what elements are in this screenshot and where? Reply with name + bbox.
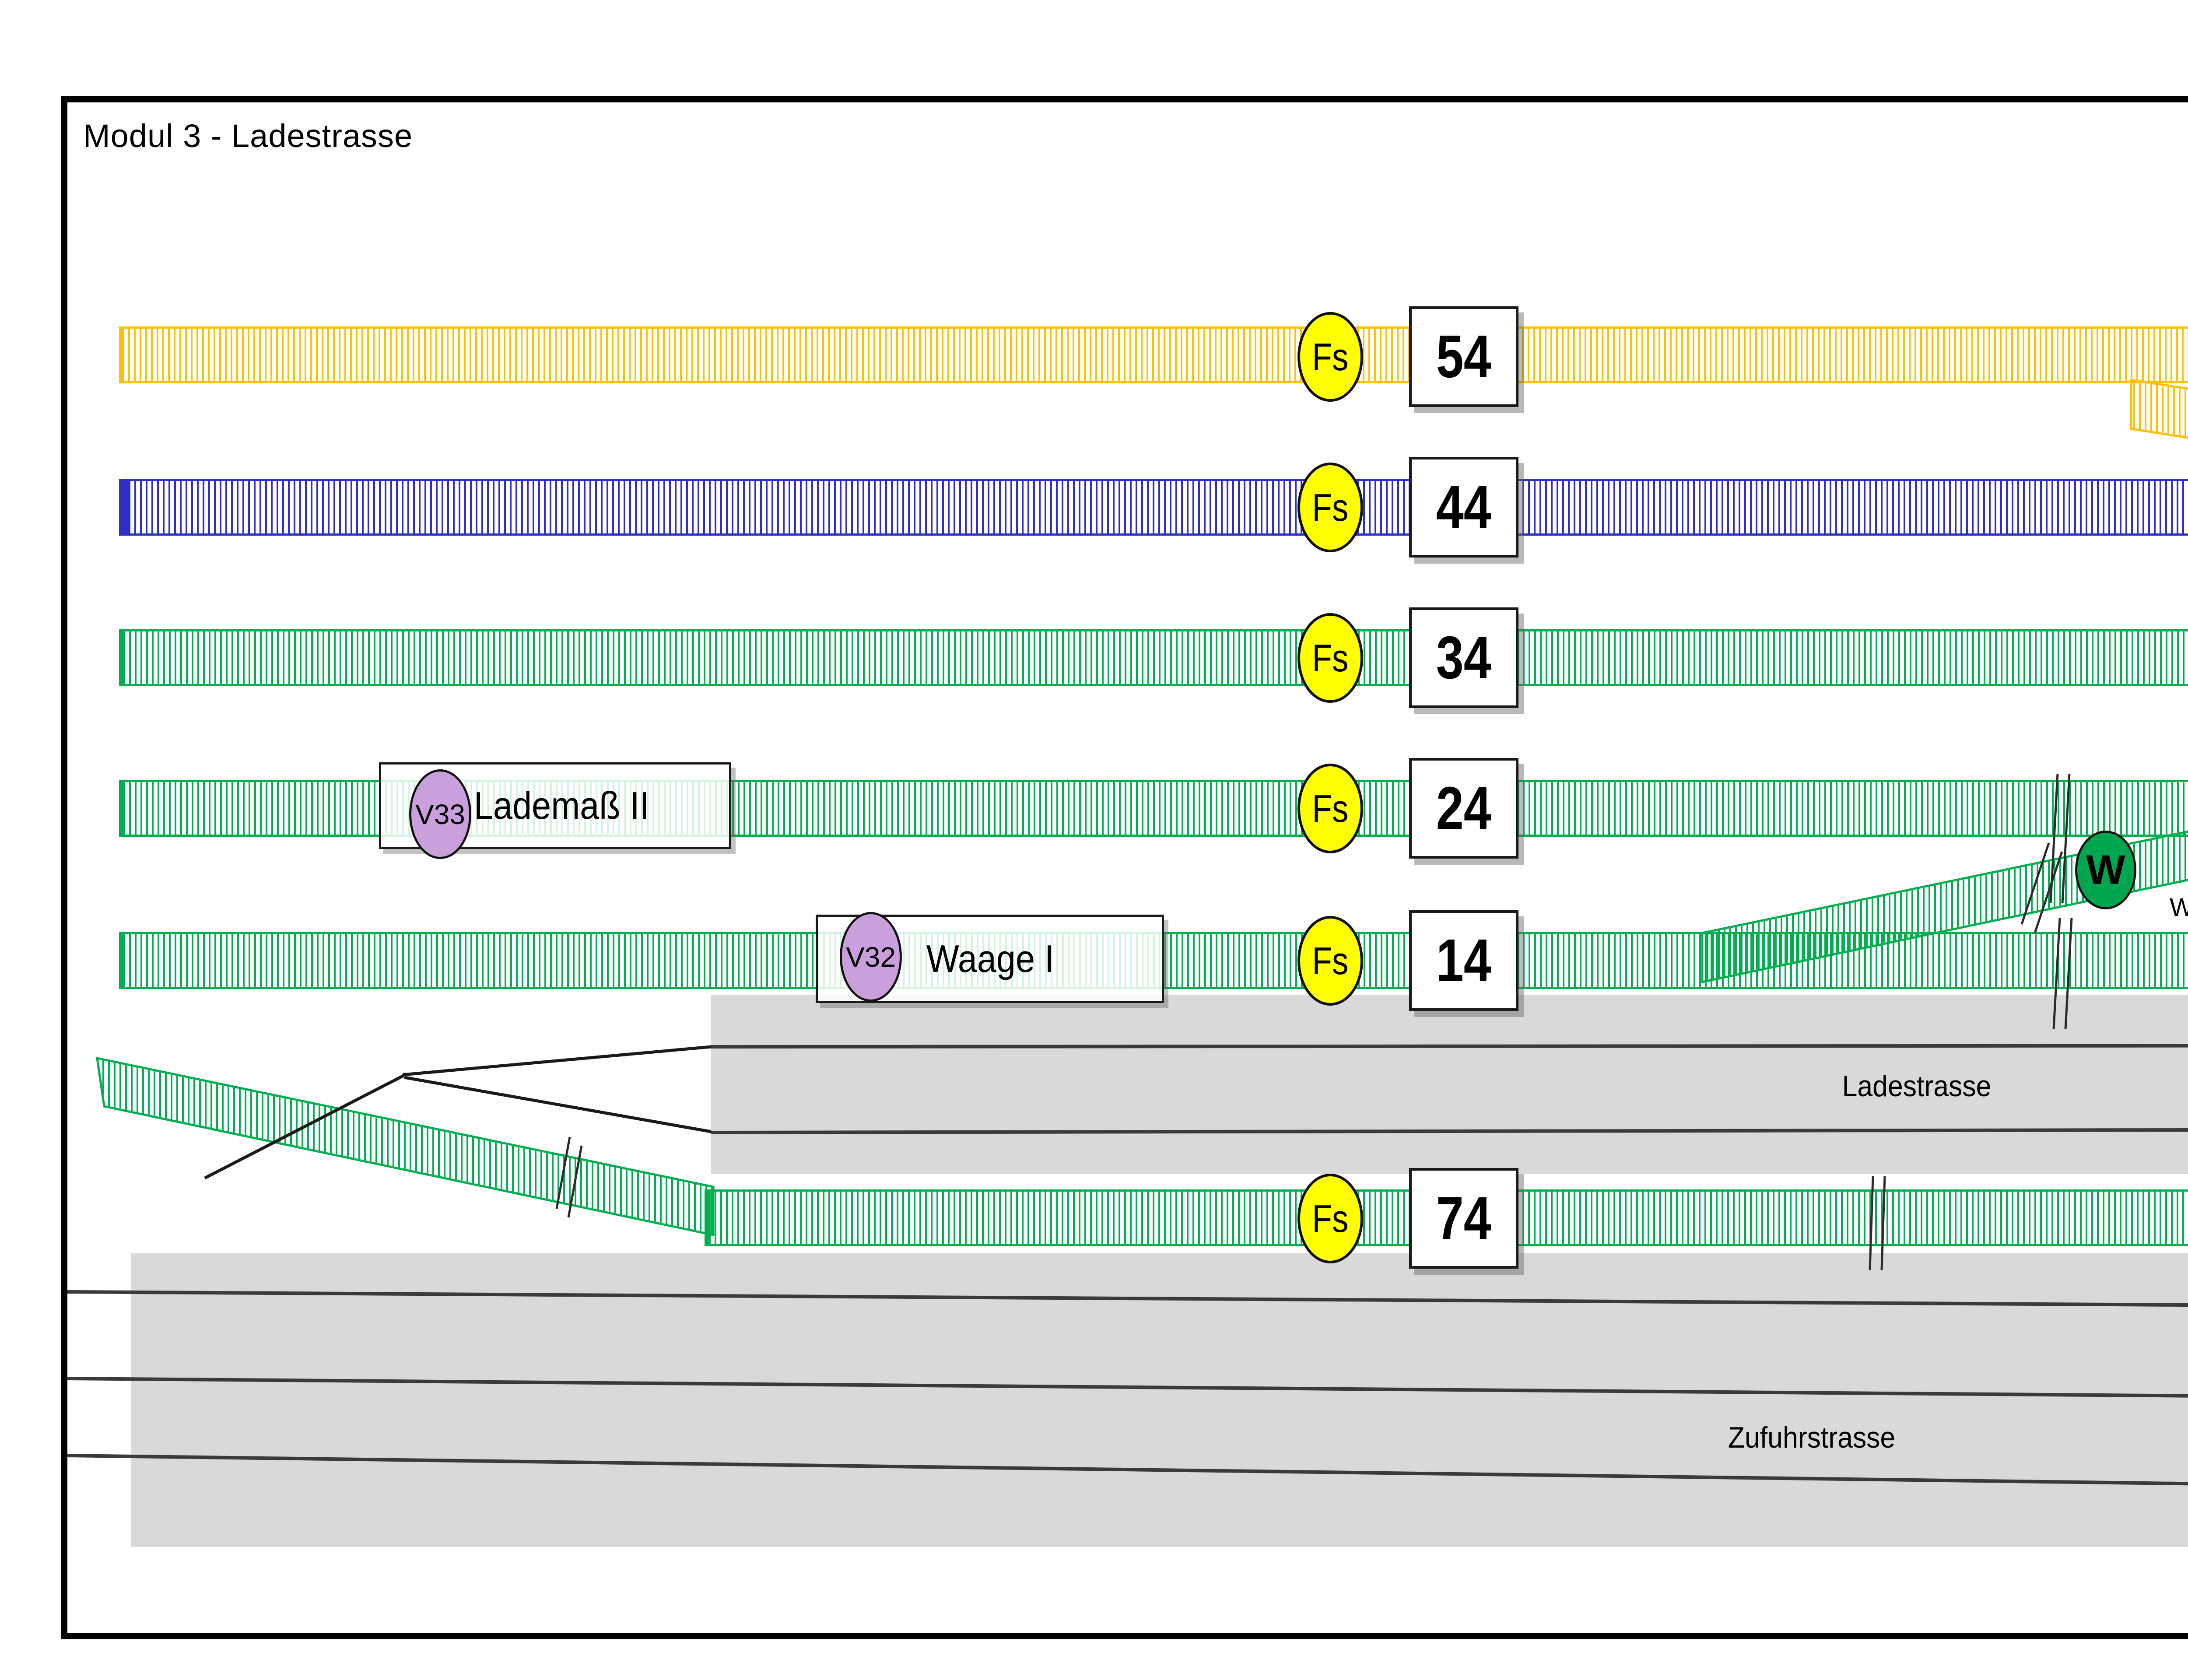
fs-signal-24: Fs	[1297, 764, 1363, 853]
facility-badge-v32: V32	[840, 912, 902, 1002]
track-number-74: 74	[1436, 1184, 1491, 1252]
module-frame	[61, 96, 2188, 1639]
track-number-box-74: 74	[1409, 1168, 1518, 1269]
track-number-box-44: 44	[1409, 457, 1518, 558]
ladestrasse-label: Ladestrasse	[1842, 1070, 1992, 1103]
track-34	[119, 629, 2188, 686]
zufuhrstrasse-label: Zufuhrstrasse	[1728, 1421, 1896, 1454]
track-54	[119, 326, 2188, 383]
fs-24-label: Fs	[1312, 786, 1349, 830]
fs-34-label: Fs	[1312, 636, 1349, 680]
fs-74-label: Fs	[1312, 1196, 1349, 1240]
turnout-badge-w3334: W	[2075, 831, 2136, 909]
track-number-24: 24	[1436, 774, 1491, 842]
fs-signal-44: Fs	[1297, 463, 1363, 552]
facility-lademass2-label: Lademaß II	[474, 784, 649, 827]
track-number-34: 34	[1436, 624, 1491, 691]
track-number-box-14: 14	[1409, 910, 1518, 1011]
track-44	[119, 479, 2188, 536]
page-title: Modul 3 - Ladestrasse	[83, 118, 413, 154]
track-number-44: 44	[1436, 473, 1491, 541]
w3334-glyph: W	[2086, 846, 2125, 893]
track-number-box-54: 54	[1409, 306, 1518, 407]
fs-signal-34: Fs	[1297, 613, 1363, 703]
track-number-box-24: 24	[1409, 758, 1518, 859]
track-number-54: 54	[1436, 323, 1491, 390]
fs-signal-74: Fs	[1297, 1174, 1363, 1263]
fs-44-label: Fs	[1312, 485, 1349, 529]
v32-code: V32	[846, 941, 896, 973]
track-number-box-34: 34	[1409, 607, 1518, 708]
fs-14-label: Fs	[1312, 939, 1349, 982]
facility-badge-v33: V33	[409, 769, 471, 859]
ladestrasse-area	[711, 995, 2188, 1174]
fs-54-label: Fs	[1312, 335, 1349, 379]
track-number-14: 14	[1436, 926, 1491, 994]
fs-signal-14: Fs	[1297, 916, 1363, 1006]
facility-waage1-label: Waage I	[926, 937, 1055, 980]
turnout-label-w3334: W 33/34	[2170, 893, 2188, 922]
fs-signal-54: Fs	[1297, 312, 1363, 402]
v33-code: V33	[415, 798, 465, 830]
